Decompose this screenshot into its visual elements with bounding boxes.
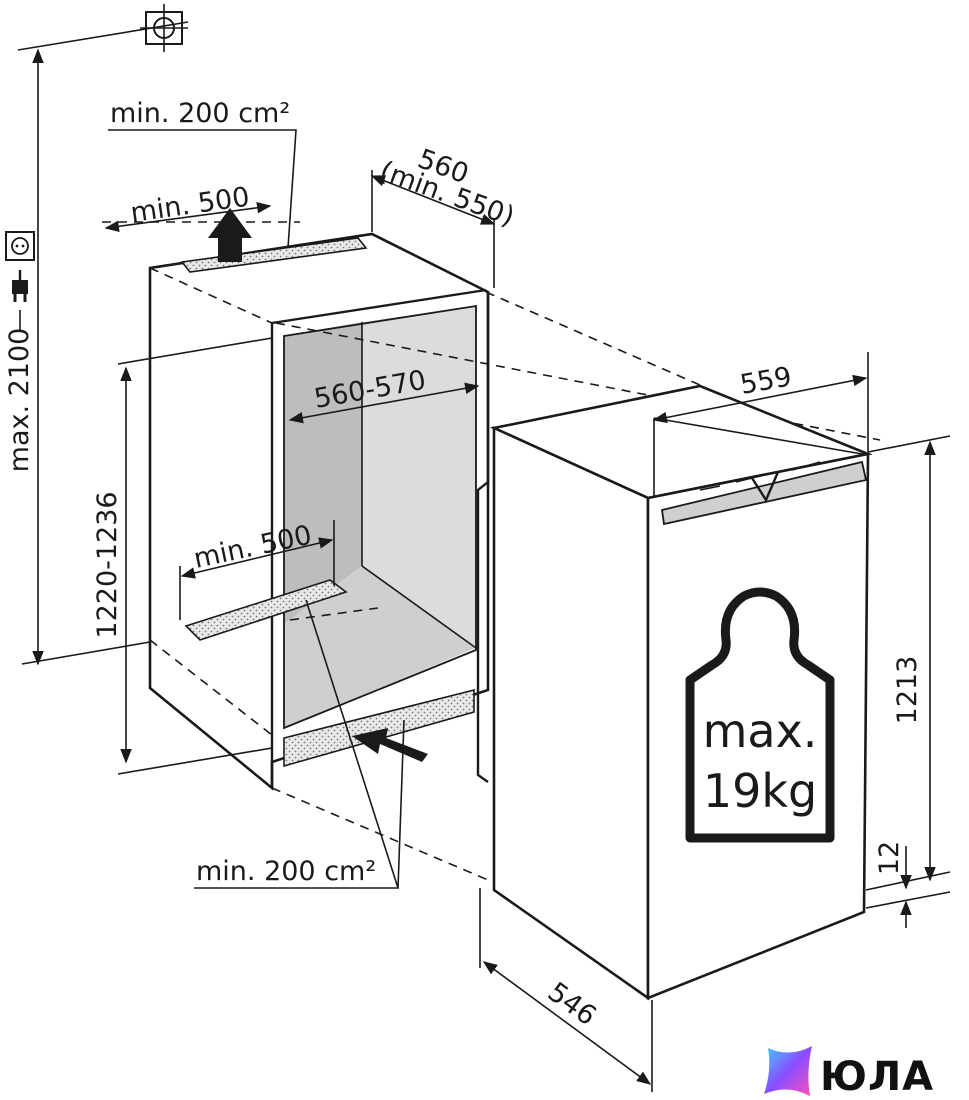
airflow-out-arrow [208,208,252,262]
label-top-vent-area: min. 200 cm² [110,98,290,129]
dimension-max-height: max. 2100 [4,21,189,666]
bottom-vent-grille [283,688,475,768]
dimension-niche-height: 1220-1236 [92,337,273,775]
callout-top-vent-area: min. 200 cm² [108,98,297,249]
weight-icon: max. 19kg [685,587,835,843]
weight-line1: max. [703,704,818,758]
label-appliance-height: 1213 [892,656,923,725]
callout-bottom-vent-area: min. 200 cm² [194,599,405,889]
label-bottom-vent-area: min. 200 cm² [196,856,376,887]
dimension-appliance-width: 559 [652,352,869,452]
label-max-height: max. 2100 [4,328,35,473]
yula-logo: ЮЛА [764,1046,934,1100]
logo-text: ЮЛА [820,1054,934,1100]
dimension-appliance-height: 1213 [865,435,951,891]
power-socket-icon [5,231,35,261]
floor-vent-grille [184,579,348,641]
weight-line2: 19kg [703,764,817,818]
label-gap: 12 [874,841,905,875]
label-appliance-width: 559 [738,361,794,400]
top-vent-grille [180,237,368,273]
ceiling-mount-icon [140,4,188,52]
power-plug-icon [12,270,28,330]
airflow-in-arrow [352,728,428,762]
label-appliance-depth: 546 [542,977,602,1032]
dimension-gap: 12 [865,841,951,928]
label-niche-height: 1220-1236 [92,491,123,638]
